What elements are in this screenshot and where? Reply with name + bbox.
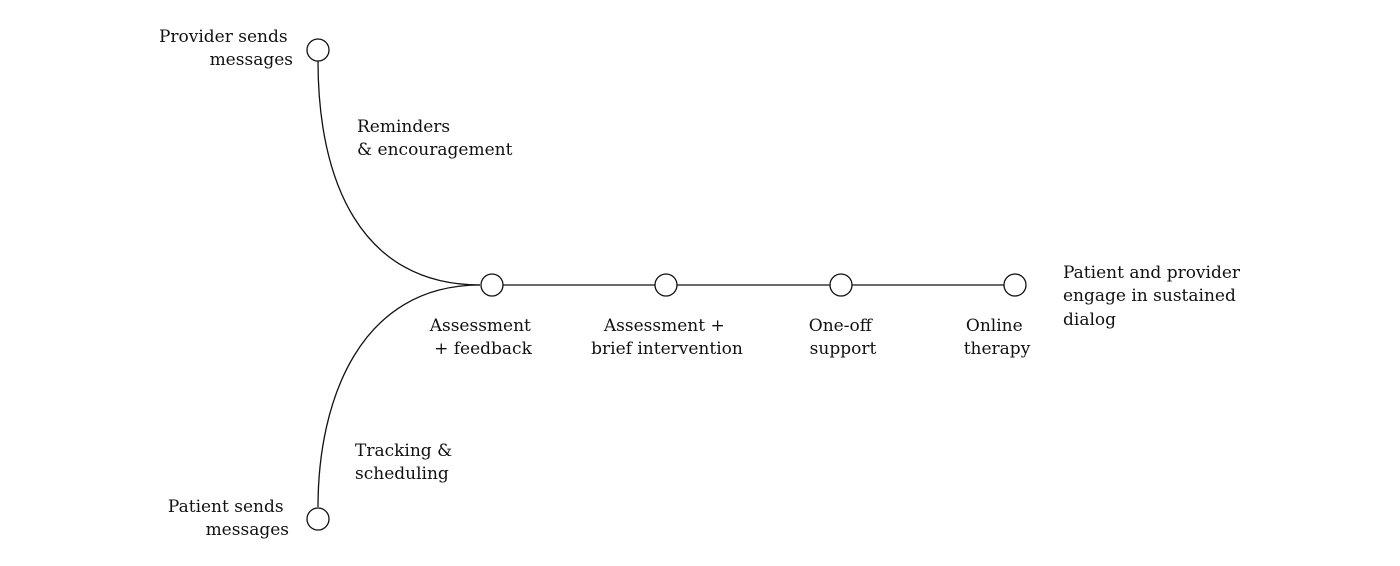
provider-label-line: messages	[210, 50, 293, 70]
tracking-label-line: scheduling	[355, 464, 449, 484]
patient-curve	[317, 284, 481, 508]
step-label-line: Assessment	[429, 316, 531, 336]
provider-label: Provider sends messages	[159, 27, 293, 70]
step-label-line: One-off	[809, 316, 874, 336]
reminders-label: Reminders & encouragement	[357, 117, 513, 160]
patient-node	[306, 507, 330, 531]
tracking-label-line: Tracking &	[355, 441, 452, 461]
provider-curve	[317, 60, 481, 286]
provider-node	[306, 38, 330, 62]
reminders-label-line: Reminders	[357, 117, 450, 137]
step-label-assessment-feedback: Assessment + feedback	[429, 316, 537, 359]
sustained-dialog-line: dialog	[1063, 310, 1116, 330]
sustained-dialog-line: engage in sustained	[1063, 286, 1236, 306]
step-label-line: brief intervention	[591, 339, 743, 359]
tracking-label: Tracking & scheduling	[355, 441, 458, 484]
step-label-line: Online	[966, 316, 1023, 336]
step-label-one-off-support: One-off support	[809, 316, 877, 359]
reminders-label-line: & encouragement	[357, 140, 513, 160]
step-label-line: support	[810, 339, 877, 359]
step-label-line: Assessment +	[603, 316, 725, 336]
sustained-dialog-line: Patient and provider	[1063, 263, 1241, 283]
patient-label-line: Patient sends	[168, 497, 284, 517]
step-label-line: therapy	[964, 339, 1031, 359]
step-label-line: + feedback	[434, 339, 532, 359]
step-label-online-therapy: Online therapy	[964, 316, 1031, 359]
patient-label: Patient sends messages	[168, 497, 289, 540]
step-node-one-off-support	[829, 273, 853, 297]
step-node-assessment-feedback	[480, 273, 504, 297]
patient-label-line: messages	[206, 520, 289, 540]
step-node-brief-intervention	[654, 273, 678, 297]
sustained-dialog-label: Patient and provider engage in sustained…	[1063, 263, 1245, 330]
step-node-online-therapy	[1003, 273, 1027, 297]
step-label-brief-intervention: Assessment + brief intervention	[591, 316, 743, 359]
provider-label-line: Provider sends	[159, 27, 288, 47]
